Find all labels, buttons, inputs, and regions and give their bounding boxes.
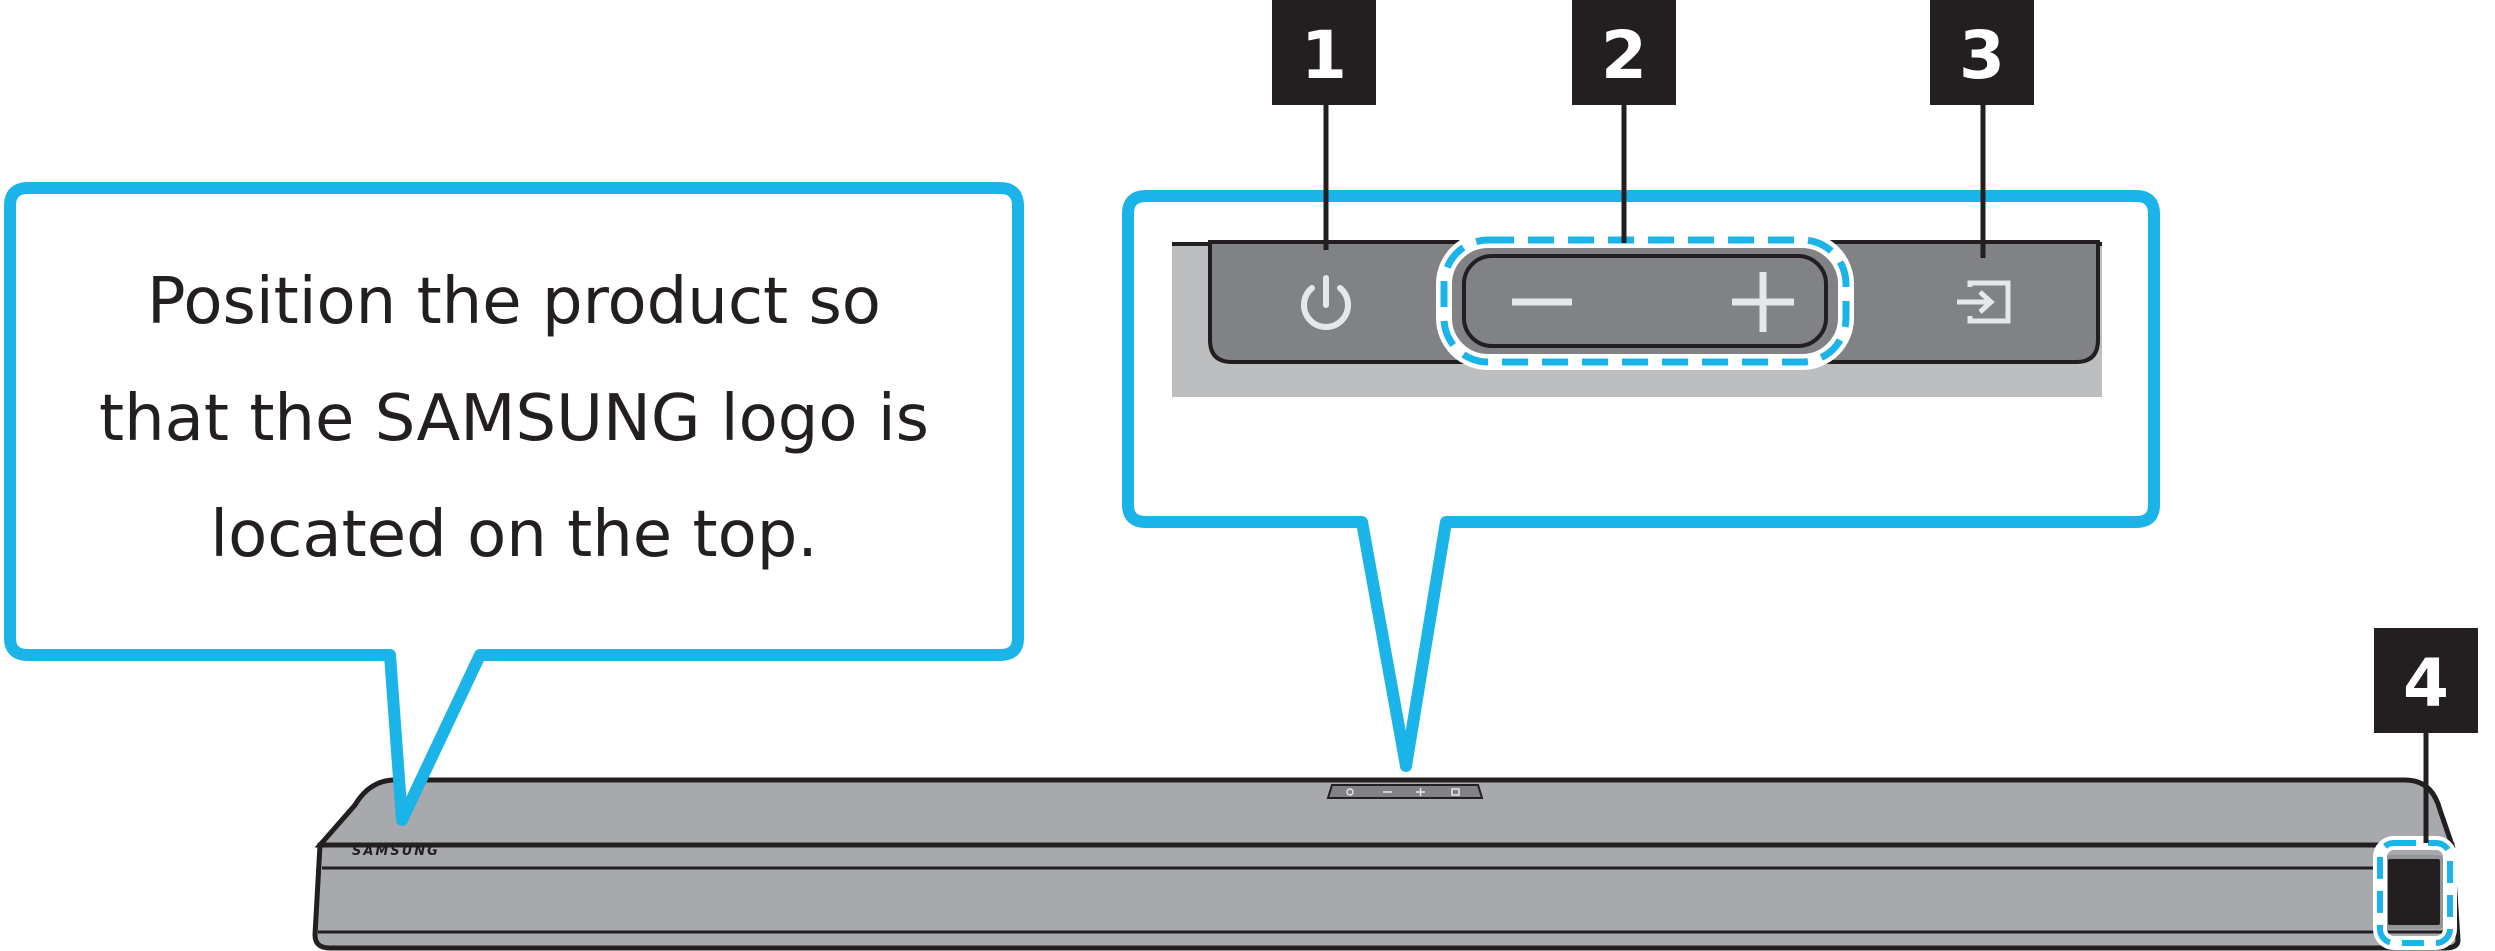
top-panel-icons	[1346, 788, 1460, 796]
display-window-highlight	[2377, 840, 2453, 946]
panel-detail-callout	[1122, 190, 2160, 772]
callout-bubble	[4, 182, 1024, 826]
marker-3: 3	[1930, 0, 2034, 258]
soundbar-top-panel	[1326, 784, 1484, 799]
marker-2-label: 2	[1601, 17, 1647, 94]
marker-1-label: 1	[1301, 17, 1347, 94]
position-callout: Position the product so that the SAMSUNG…	[4, 182, 1024, 826]
panel-edge	[1172, 242, 1210, 246]
callout-line-1: Position the product so	[147, 265, 881, 339]
volume-highlight	[1440, 236, 1850, 366]
source-icon	[1957, 280, 2011, 324]
volume-buttons	[1462, 254, 1828, 348]
marker-2: 2	[1572, 0, 1676, 243]
samsung-logo: SAMSUNG	[352, 844, 440, 859]
callout-line-2: that the SAMSUNG logo is	[99, 382, 929, 456]
panel-edge	[2098, 242, 2102, 246]
marker-3-label: 3	[1959, 17, 2005, 94]
marker-4: 4	[2374, 628, 2478, 843]
soundbar: SAMSUNG	[312, 777, 2461, 951]
marker-1: 1	[1272, 0, 1376, 250]
power-icon	[1301, 275, 1351, 330]
display-window	[2384, 855, 2444, 929]
marker-4-label: 4	[2403, 645, 2449, 722]
volume-up-icon	[1732, 272, 1794, 332]
callout-line-3: located on the top.	[210, 498, 817, 572]
